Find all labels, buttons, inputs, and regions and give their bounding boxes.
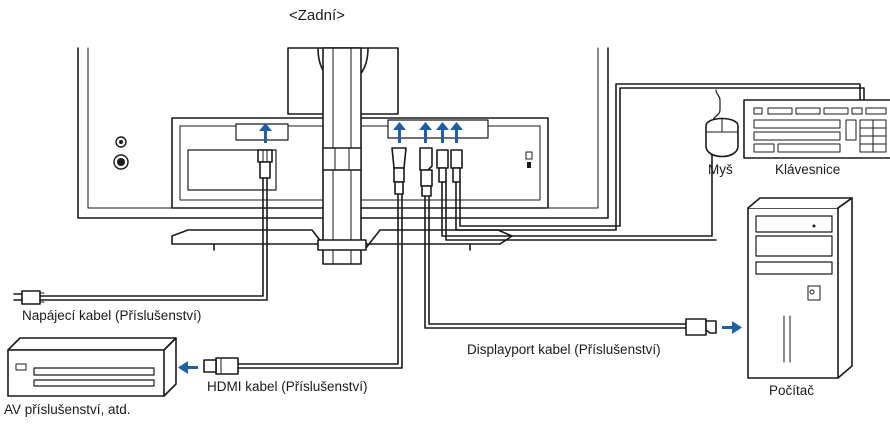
mouse-label: Myš [708,162,733,177]
keyboard-label: Klávesnice [775,162,841,177]
power-cable-label: Napájecí kabel (Příslušenství) [22,308,202,323]
arrow-right-icon-displayport [722,321,742,334]
diagram-title: <Zadní> [289,7,345,24]
usb-cables [436,83,865,241]
hdmi-cable [203,147,407,375]
av-device-label: AV příslušenství, atd. [4,402,131,417]
displayport-plug-icon [685,318,717,336]
computer-label: Počítač [769,383,815,398]
power-cable [13,149,273,305]
monitor-back [77,47,609,265]
direction-arrows [178,321,742,374]
displayport-cable [419,147,717,336]
displayport-port-arrow-icon [419,122,432,143]
displayport-cable-label: Displayport kabel (Příslušenství) [467,342,661,357]
arrow-left-icon-hdmi [178,361,198,374]
usb-port-arrow-icon-2 [450,122,463,143]
hdmi-plug-icon [203,357,239,375]
power-plug-icon [13,290,45,305]
hdmi-port-arrow-icon [393,122,406,143]
port-arrows [259,122,463,143]
keyboard-icon [743,99,890,159]
mouse-icon [705,89,739,158]
usb-port-arrow-icon-1 [436,122,449,143]
av-device-icon [7,337,177,397]
computer-tower-icon [747,197,853,379]
hdmi-cable-label: HDMI kabel (Příslušenství) [207,379,368,394]
power-port-arrow-icon [259,123,272,143]
